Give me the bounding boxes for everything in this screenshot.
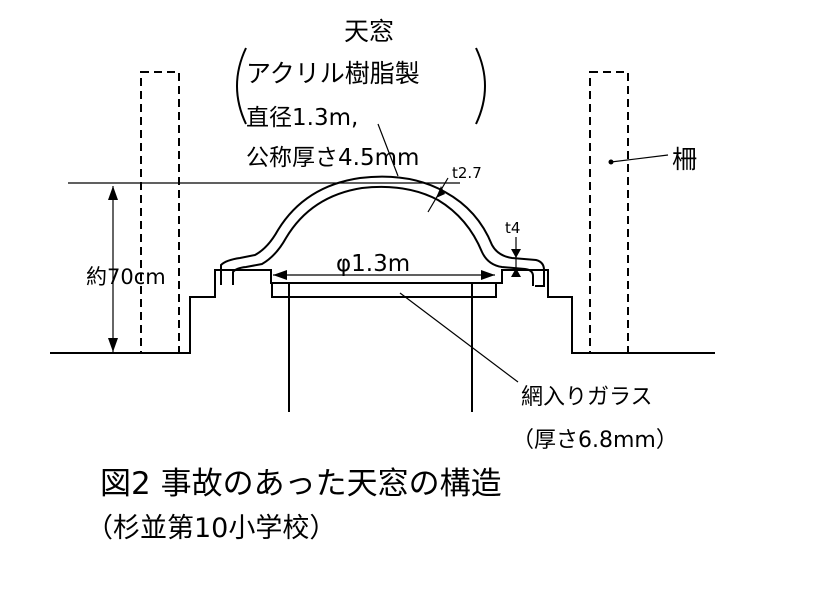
- dome-thickness-arrow: [436, 186, 445, 198]
- skylight-leader: [377, 123, 399, 177]
- edge-thickness-arrow-top: [511, 249, 521, 258]
- height-arrow-top: [108, 186, 118, 200]
- diameter-arrow-right: [481, 270, 495, 280]
- fence-right: [589, 71, 629, 354]
- glass-thickness-label: （厚さ6.8mm）: [512, 428, 678, 453]
- skylight-diameter-label: 直径1.3m,: [246, 105, 358, 131]
- skylight-label-open-paren: [236, 47, 247, 125]
- edge-thickness-arrow-bottom: [511, 268, 521, 277]
- ground-and-base-outline: [50, 269, 290, 412]
- skylight-material-label: アクリル樹脂製: [246, 59, 420, 88]
- opening-diameter-label: φ1.3m: [336, 251, 410, 277]
- skylight-title-label: 天窓: [344, 17, 394, 46]
- height-label: 約70cm: [86, 265, 166, 289]
- fence-leader-dot: [608, 159, 614, 165]
- dome-thickness-label: t2.7: [452, 164, 482, 182]
- glass-leader: [399, 292, 519, 383]
- edge-thickness-label: t4: [505, 219, 520, 237]
- fence-left: [140, 71, 180, 354]
- caption-school: （杉並第10小学校）: [86, 513, 336, 544]
- glass-label: 網入りガラス: [521, 385, 653, 410]
- caption-title: 図2 事故のあった天窓の構造: [100, 466, 502, 502]
- dome-outer: [220, 175, 545, 287]
- fence-label: 柵: [672, 145, 697, 174]
- height-arrow-bottom: [108, 338, 118, 352]
- dome-inner: [232, 185, 534, 286]
- wire-glass-pane: [271, 282, 497, 298]
- skylight-label-close-paren: [475, 47, 486, 125]
- skylight-thickness-label: 公称厚さ4.5mm: [246, 145, 419, 171]
- diameter-arrow-left: [273, 270, 287, 280]
- fence-leader: [610, 154, 669, 163]
